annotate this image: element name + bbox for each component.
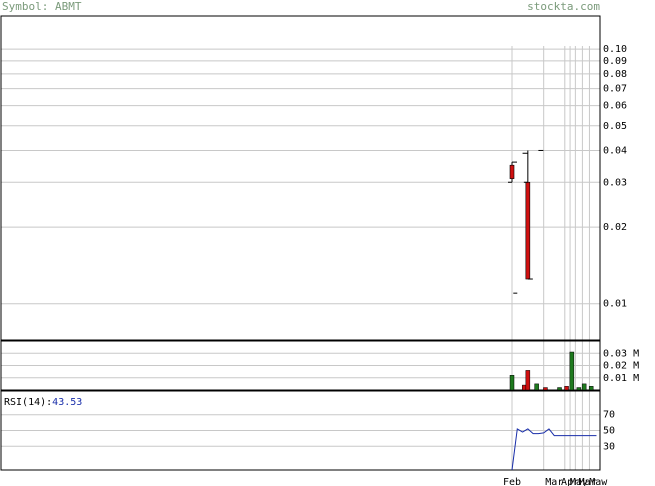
volume-tick-label: 0.01 M [603,373,639,384]
price-tick-label: 0.08 [603,69,627,80]
symbol-label: Symbol: ABMT [2,0,81,14]
price-tick-label: 0.05 [603,121,627,132]
candle-body [509,164,515,179]
rsi-legend: RSI(14):43.53 [4,397,82,408]
rsi-line [511,428,597,471]
price-tick-label: 0.04 [603,145,627,156]
price-tick-label: 0.10 [603,44,627,55]
price-tick-label: 0.02 [603,222,627,233]
price-tick-label: 0.09 [603,56,627,67]
x-tick-label: Apr [561,477,579,486]
volume-bar [576,387,582,391]
rsi-tick-label: 70 [603,410,615,421]
price-tick-label: 0.06 [603,101,627,112]
rsi-label-text: RSI(14): [4,397,53,408]
rsi-tick-label: 50 [603,426,615,437]
volume-bar [557,387,562,391]
x-tick-label: Feb [503,477,521,486]
volume-tick-label: 0.02 M [603,361,639,372]
volume-panel-border [0,340,601,391]
volume-bar [569,351,575,391]
volume-bar [564,386,569,391]
x-tick-label: Mar [545,477,563,486]
price-tick-label: 0.01 [603,299,627,310]
symbol-prefix: Symbol: [2,0,49,13]
volume-bar [534,383,539,391]
rsi-tick-label: 30 [603,441,615,452]
site-label[interactable]: stockta.com [527,0,600,13]
rsi-panel-border [0,390,601,471]
volume-bar [581,383,587,391]
volume-bar [509,375,515,391]
volume-bar [588,386,594,391]
x-tick-label: May [570,477,588,486]
volume-bar [543,387,548,391]
candle-body [525,181,531,280]
x-tick-label: Maw [589,477,608,486]
rsi-value: 43.53 [52,397,83,408]
volume-bar [525,370,531,391]
volume-tick-label: 0.03 M [603,348,639,359]
symbol-value: ABMT [54,0,82,13]
price-tick-label: 0.03 [603,177,627,188]
x-tick-label: Mar [579,477,597,486]
price-tick-label: 0.07 [603,84,627,95]
price-panel-border [0,15,601,341]
